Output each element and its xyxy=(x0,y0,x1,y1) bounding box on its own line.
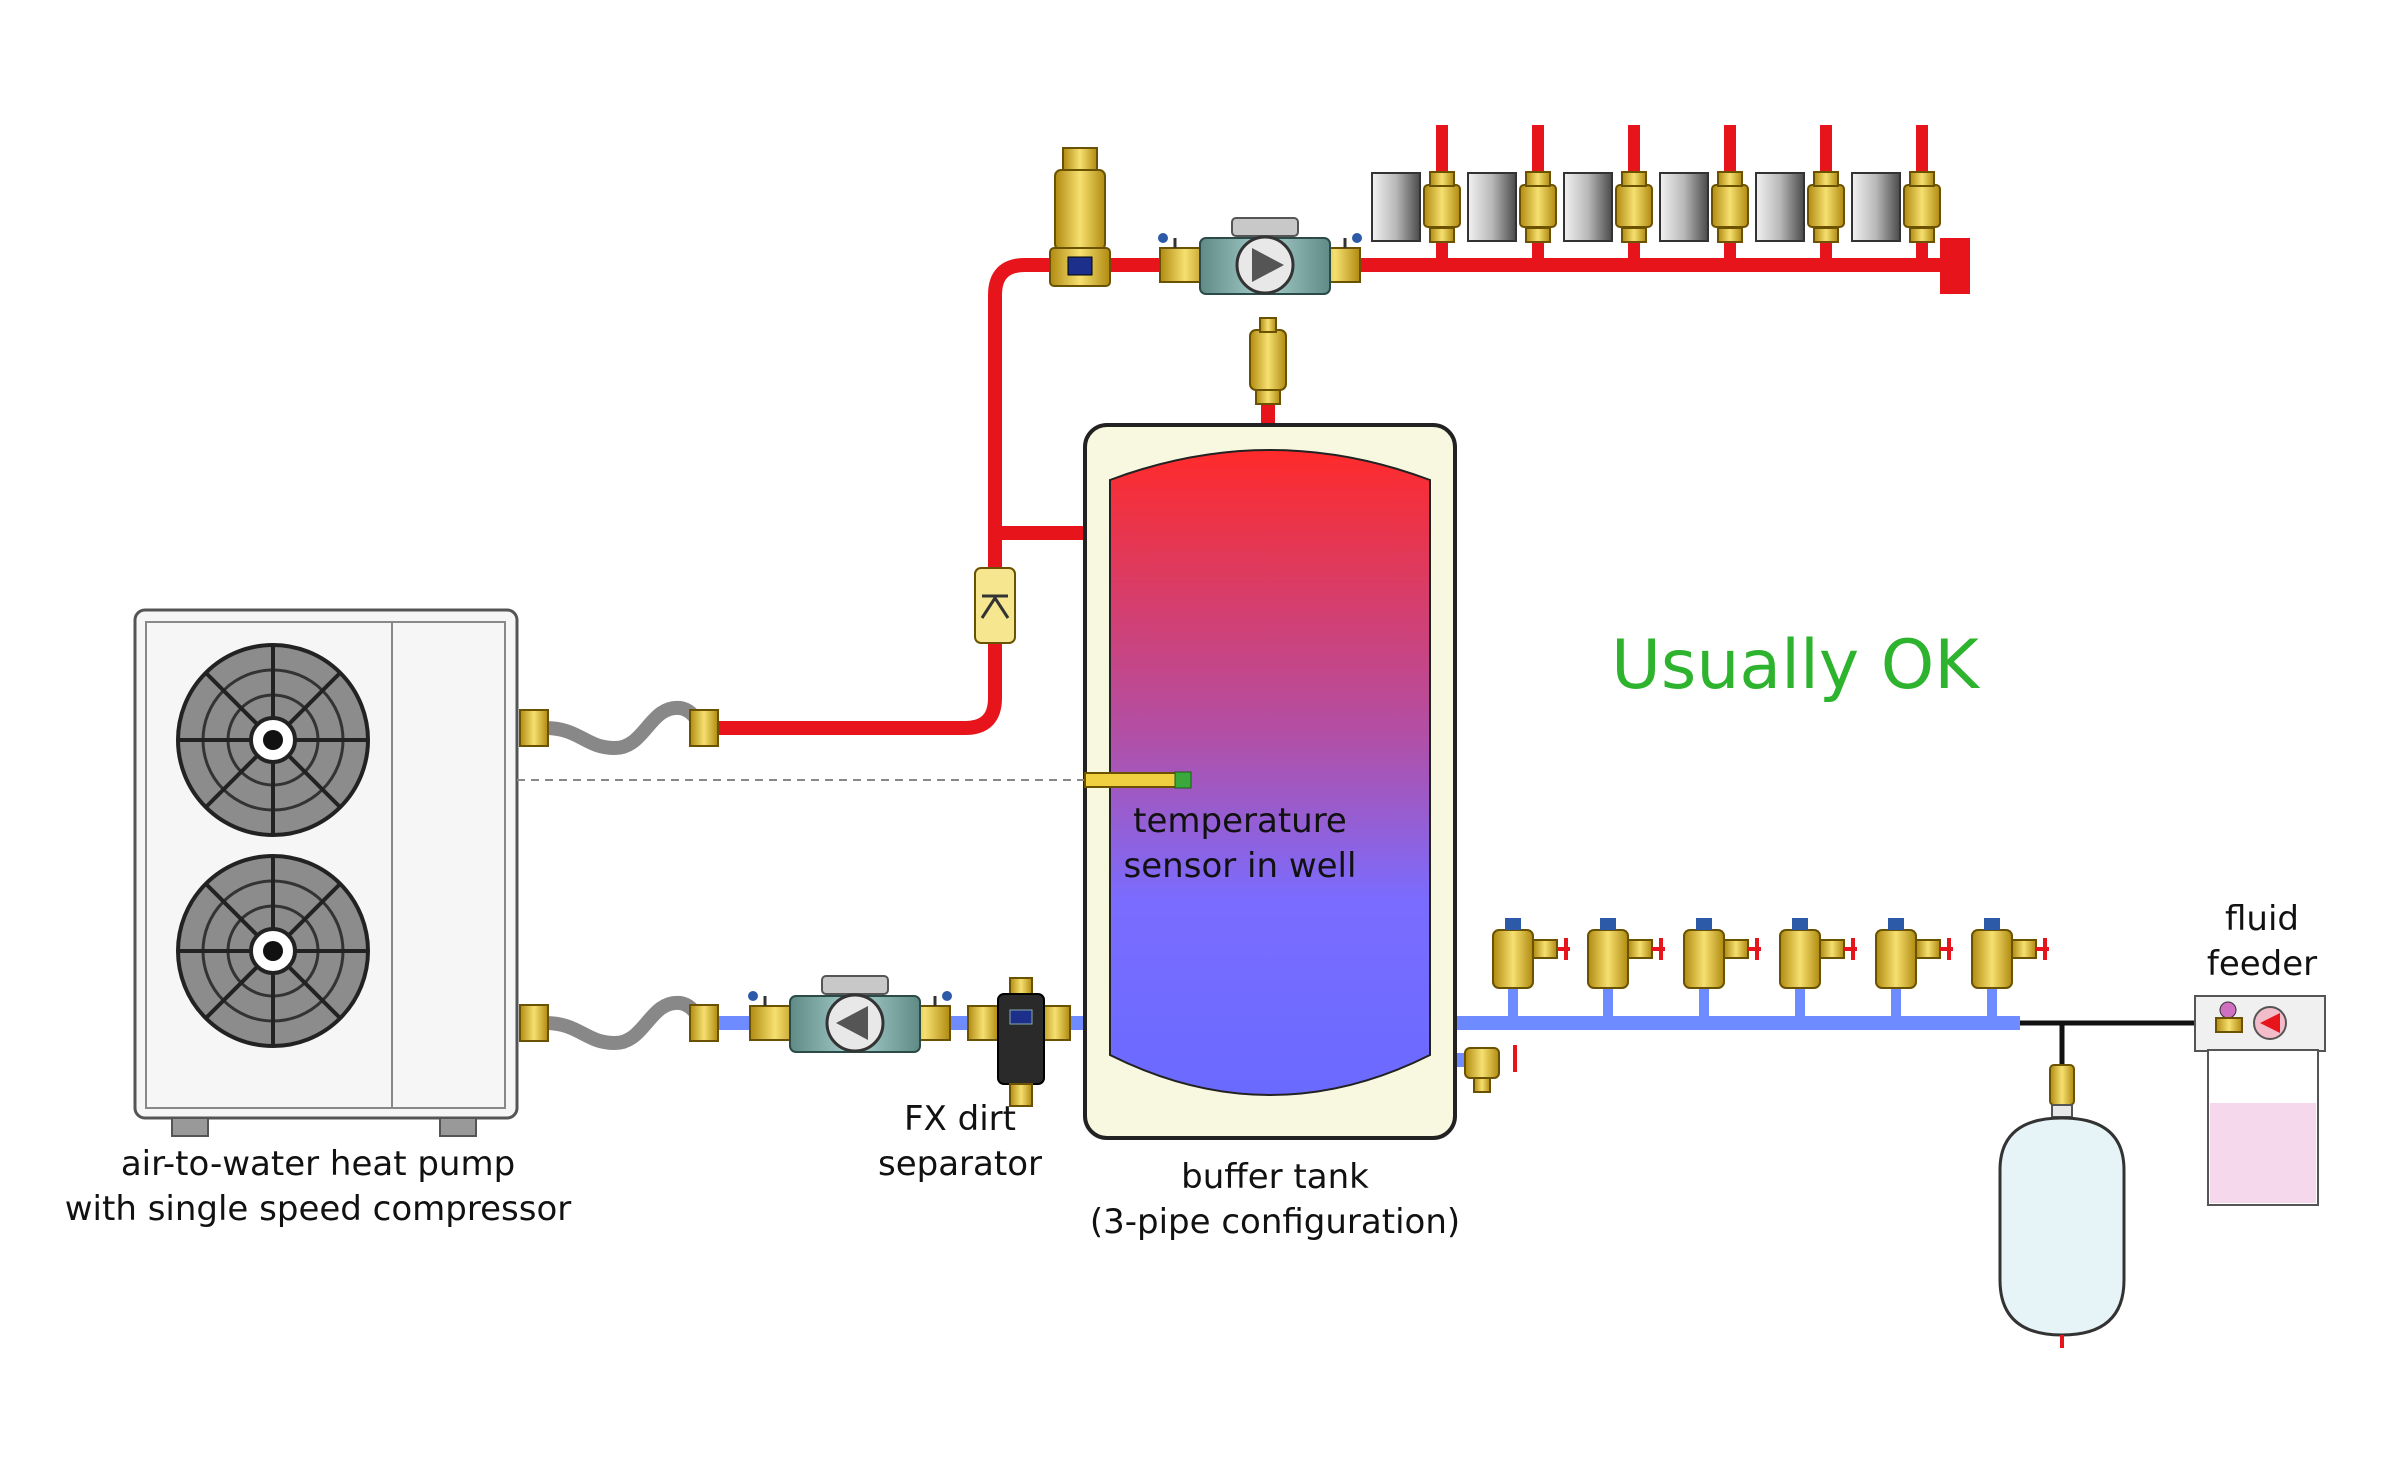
sensor-caption-line1: temperature xyxy=(1133,801,1347,841)
supply-header-end-cap xyxy=(1940,238,1970,294)
purge-valves xyxy=(1492,918,2049,989)
sensor-well xyxy=(517,771,1192,789)
fan-icon xyxy=(176,854,370,1048)
tank-caption: buffer tank (3-pipe configuration) xyxy=(1090,1157,1460,1242)
purge-valve xyxy=(1971,918,2049,989)
flex-hose-supply xyxy=(519,700,719,756)
zone-valve xyxy=(1563,171,1653,243)
purge-valve xyxy=(1875,918,1953,989)
sensor-caption-line2: sensor in well xyxy=(1124,846,1357,886)
zone-valve xyxy=(1371,171,1461,243)
feeder-caption-line2: feeder xyxy=(2207,944,2317,984)
feeder-caption-line1: fluid xyxy=(2225,899,2299,939)
heat-pump-caption: air-to-water heat pump with single speed… xyxy=(65,1144,572,1229)
zone-valve xyxy=(1467,171,1557,243)
separator-caption-line2: separator xyxy=(878,1144,1042,1184)
tank-air-vent xyxy=(1249,317,1287,405)
tank-caption-line1: buffer tank xyxy=(1181,1157,1369,1197)
feeder-caption: fluid feeder xyxy=(2207,899,2317,984)
heat-pump-caption-line1: air-to-water heat pump xyxy=(121,1144,515,1184)
dirt-separator xyxy=(967,977,1071,1107)
expansion-tank xyxy=(1998,1064,2126,1348)
status-label: Usually OK xyxy=(1611,626,1981,705)
separator-caption: FX dirt separator xyxy=(878,1099,1042,1184)
purge-valve xyxy=(1683,918,1761,989)
tank-caption-line2: (3-pipe configuration) xyxy=(1090,1202,1460,1242)
fan-icon xyxy=(176,643,370,837)
fluid-feeder xyxy=(2194,995,2326,1206)
zone-valve xyxy=(1755,171,1845,243)
check-valve xyxy=(974,567,1016,644)
tank-drain-valve xyxy=(1464,1045,1517,1093)
system-circulator xyxy=(1158,217,1362,295)
purge-valve xyxy=(1779,918,1857,989)
zone-valves xyxy=(1371,171,1941,243)
buffer-tank xyxy=(1083,423,1457,1140)
separator-caption-line1: FX dirt xyxy=(904,1099,1016,1139)
purge-risers xyxy=(1508,985,1997,1023)
purge-valve xyxy=(1587,918,1665,989)
heat-pump-caption-line2: with single speed compressor xyxy=(65,1189,572,1229)
sensor-caption: temperature sensor in well xyxy=(1124,801,1357,886)
heat-pump-circulator xyxy=(748,975,952,1053)
heat-pump-unit xyxy=(133,608,519,1137)
purge-valve xyxy=(1492,918,1570,989)
zone-valve xyxy=(1659,171,1749,243)
flex-hose-return xyxy=(519,995,719,1051)
zone-valve xyxy=(1851,171,1941,243)
air-separator xyxy=(1049,147,1111,287)
